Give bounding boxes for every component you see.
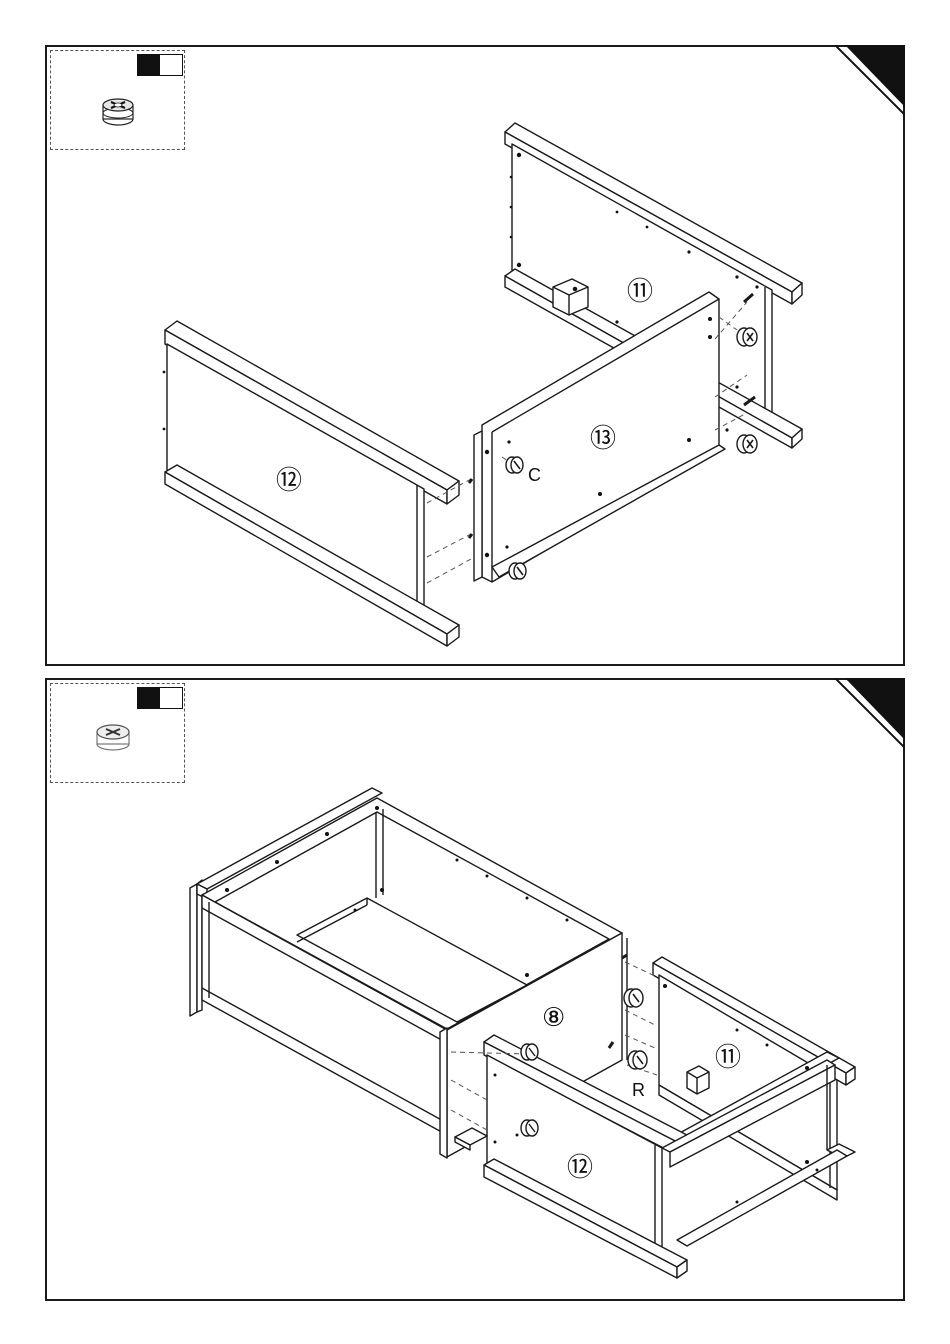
part-label-12: ⑫ xyxy=(567,1147,593,1184)
front-rail-assembly xyxy=(163,321,459,646)
part-label-12: ⑫ xyxy=(276,460,302,497)
step-2-panel: ⑧ ⑪ ⑫ R xyxy=(45,678,905,1301)
step-1-diagram xyxy=(47,47,903,664)
step-1-panel: ⑪ ⑬ ⑫ C xyxy=(45,45,905,666)
part-label-11: ⑪ xyxy=(715,1037,741,1074)
part-label-13: ⑬ xyxy=(590,418,616,455)
hardware-letter-c: C xyxy=(528,465,541,486)
part-label-11: ⑪ xyxy=(627,271,653,308)
step-2-diagram xyxy=(47,680,903,1299)
part-label-8: ⑧ xyxy=(542,1003,565,1033)
hardware-letter-r: R xyxy=(632,1080,645,1101)
